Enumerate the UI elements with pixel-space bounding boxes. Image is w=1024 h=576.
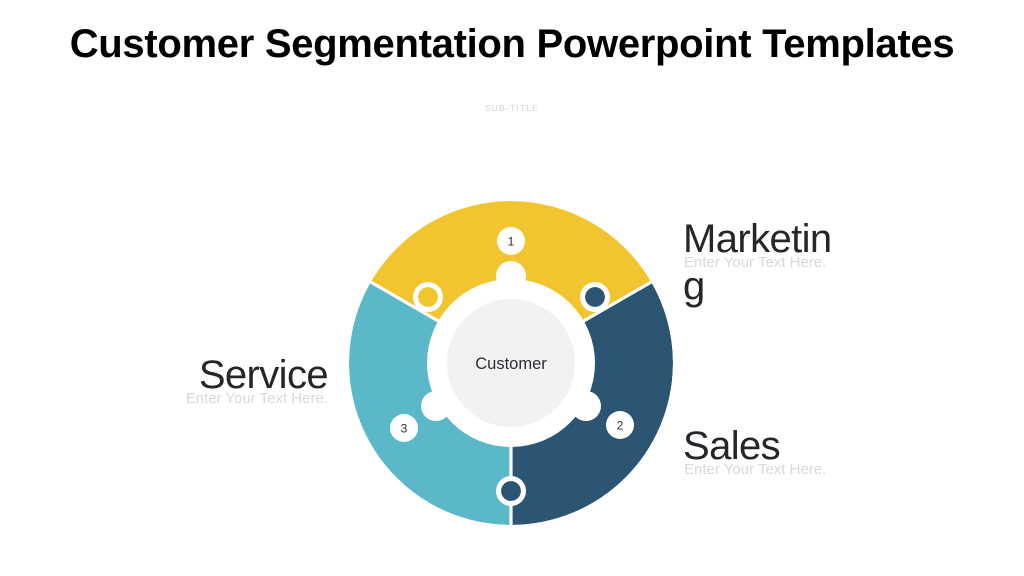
center-label: Customer <box>475 355 547 373</box>
callout-sales: Sales Enter Your Text Here. <box>683 423 903 478</box>
callout-marketing: Marketing Enter Your Text Here. <box>683 216 843 310</box>
callout-sales-heading: Sales <box>683 424 781 468</box>
callout-service-placeholder: Enter Your Text Here. <box>185 390 328 407</box>
callout-marketing-heading: Marketing <box>683 217 832 308</box>
badge-marketing-number: 1 <box>508 235 515 249</box>
badge-service-number: 3 <box>401 422 408 436</box>
callout-marketing-placeholder: Enter Your Text Here. <box>684 254 827 271</box>
page-title: Customer Segmentation Powerpoint Templat… <box>69 22 955 66</box>
badge-sales-number: 2 <box>617 419 624 433</box>
puzzle-circle-diagram: Customer 1 2 3 <box>330 180 694 548</box>
puzzle-tab-upper-left <box>414 283 442 311</box>
badge-service: 3 <box>390 414 418 442</box>
badge-sales: 2 <box>606 411 634 439</box>
puzzle-tab-bottom <box>497 477 525 505</box>
callout-sales-placeholder: Enter Your Text Here. <box>684 461 827 478</box>
badge-marketing: 1 <box>497 227 525 255</box>
callout-service: Service Enter Your Text Here. <box>125 352 329 407</box>
callout-service-heading: Service <box>198 353 329 397</box>
center-disc <box>447 299 575 427</box>
page-subtitle: SUB-TITLE <box>484 103 540 113</box>
puzzle-tab-upper-right <box>581 283 609 311</box>
